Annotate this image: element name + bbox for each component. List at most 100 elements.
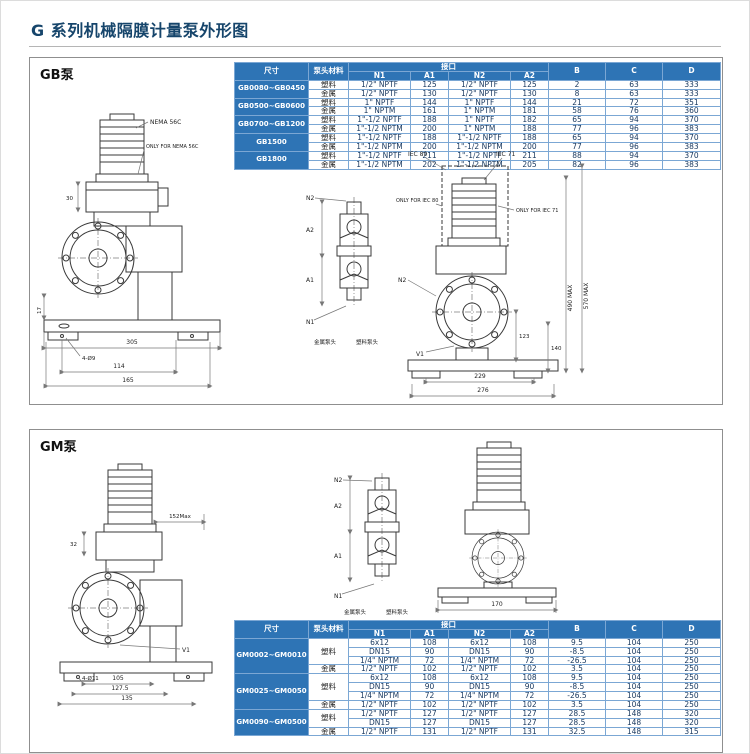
col-header-d: D <box>662 620 721 639</box>
base-illustration <box>407 359 559 379</box>
motor-illustration <box>95 113 149 183</box>
plastic-head-label: 塑料泵头 <box>386 608 409 616</box>
gb-spec-table: 尺寸 泵头材料 接口 B C D N1 A1 N2 A2 GB0080~GB04… <box>234 62 721 170</box>
material-cell: 塑料 <box>308 673 349 701</box>
dim-label: 105 <box>112 675 124 682</box>
n1-cell: 1/4" NPTM <box>348 655 411 666</box>
dim-label: 305 <box>126 339 138 346</box>
table-row: GB0500~GB0600 塑料 1" NPTF 144 1" NPTF 144… <box>234 97 721 117</box>
gm-front-view-drawing: 152Max 32 V1 4-Ø11 105 <box>57 463 213 707</box>
a1-cell: 188 <box>410 115 449 126</box>
n2-cell: 1" NPTM <box>448 106 511 117</box>
col-header-material: 泵头材料 <box>308 62 349 81</box>
col-header-a1: A1 <box>410 70 449 81</box>
pump-head-illustration <box>468 528 528 588</box>
col-header-b: B <box>548 62 606 81</box>
dim-label: 490 MAX <box>567 285 574 312</box>
table-row: GM0002~GM0010 塑料 6x12 108 6x12 108 9.5 1… <box>234 637 721 675</box>
c-cell: 104 <box>605 646 663 657</box>
col-header-size: 尺寸 <box>234 62 309 81</box>
d-cell: 360 <box>662 106 721 117</box>
dim-label: 127.5 <box>111 685 128 692</box>
dim-label: 17 <box>37 307 43 314</box>
material-cell: 塑料 <box>308 150 349 161</box>
b-cell: 28.5 <box>548 708 606 719</box>
a2-cell: 72 <box>510 691 549 701</box>
port-label-n1: N1 <box>334 593 342 600</box>
c-cell: 96 <box>605 141 663 152</box>
c-cell: 148 <box>605 726 663 737</box>
page-title: G 系列机械隔膜计量泵外形图 <box>31 21 249 40</box>
n2-cell: 1" NPTF <box>448 115 511 126</box>
col-header-material: 泵头材料 <box>308 620 349 639</box>
n2-cell: 1/2" NPTF <box>448 699 511 710</box>
material-cell: 金属 <box>308 699 349 710</box>
a1-cell: 127 <box>410 717 449 728</box>
n1-cell: 1/2" NPTF <box>348 726 411 737</box>
a2-cell: 102 <box>510 664 549 675</box>
c-cell: 96 <box>605 124 663 134</box>
a2-cell: 131 <box>510 726 549 737</box>
d-cell: 333 <box>662 88 721 99</box>
n1-cell: 1/2" NPTF <box>348 88 411 99</box>
gb-valve-detail-drawing: N2 A2 A1 N1 金属泵头 塑料泵头 <box>306 195 379 346</box>
dim-label-a2: A2 <box>306 227 314 234</box>
size-cell: GB0500~GB0600 <box>234 97 309 117</box>
c-cell: 63 <box>605 79 663 90</box>
n2-cell: 1/2" NPTF <box>448 88 511 99</box>
dim-label-a2: A2 <box>334 503 342 510</box>
only-iec71-label: ONLY FOR IEC 71 <box>516 208 558 214</box>
size-cell: GM0025~GM0050 <box>234 673 309 710</box>
iec80-label: IEC 80 <box>408 151 427 158</box>
col-header-d: D <box>662 62 721 81</box>
hole-callout: 4-Ø11 <box>82 675 99 682</box>
port-label-n1: N1 <box>306 319 314 326</box>
iec71-label: IEC 71 <box>496 151 515 158</box>
d-cell: 383 <box>662 159 721 170</box>
b-cell: -8.5 <box>548 682 606 692</box>
n1-cell: 1"-1/2 NPTF <box>348 133 411 143</box>
material-cell: 塑料 <box>308 79 349 90</box>
c-cell: 104 <box>605 699 663 710</box>
material-cell: 金属 <box>308 124 349 134</box>
c-cell: 104 <box>605 655 663 666</box>
d-cell: 250 <box>662 673 721 684</box>
table-row: GB0700~GB1200 塑料 1"-1/2 NPTF 188 1" NPTF… <box>234 115 721 134</box>
dim-label: 165 <box>122 377 134 384</box>
col-header-n2: N2 <box>448 628 511 639</box>
dim-label: 229 <box>474 373 486 380</box>
c-cell: 94 <box>605 115 663 126</box>
d-cell: 250 <box>662 655 721 666</box>
size-cell: GM0090~GM0500 <box>234 708 309 737</box>
material-cell: 塑料 <box>308 115 349 126</box>
plastic-head-label: 塑料泵头 <box>356 338 379 346</box>
b-cell: 77 <box>548 124 606 134</box>
n2-cell: 1/4" NPTM <box>448 691 511 701</box>
d-cell: 320 <box>662 708 721 719</box>
a2-cell: 108 <box>510 637 549 648</box>
b-cell: 32.5 <box>548 726 606 737</box>
port-label-n2: N2 <box>306 195 314 202</box>
size-cell: GB1800 <box>234 150 309 170</box>
a1-cell: 131 <box>410 726 449 737</box>
b-cell: -26.5 <box>548 691 606 701</box>
d-cell: 250 <box>662 691 721 701</box>
dim-label: 570 MAX <box>583 283 590 310</box>
a1-cell: 72 <box>410 691 449 701</box>
dim-label-a1: A1 <box>306 277 314 284</box>
n2-cell: 1/2" NPTF <box>448 726 511 737</box>
d-cell: 351 <box>662 97 721 108</box>
n1-cell: 1" NPTM <box>348 106 411 117</box>
gearbox-illustration <box>85 181 183 321</box>
a2-cell: 125 <box>510 79 549 90</box>
d-cell: 383 <box>662 124 721 134</box>
a2-cell: 182 <box>510 115 549 126</box>
valve-stack-illustration <box>336 196 372 307</box>
size-cell: GM0002~GM0010 <box>234 637 309 675</box>
hole-callout: 4-Ø9 <box>82 355 96 362</box>
b-cell: 8 <box>548 88 606 99</box>
b-cell: 2 <box>548 79 606 90</box>
gb-panel: GB泵 尺寸 泵头材料 接口 B C D N1 A1 N2 A2 <box>29 57 723 405</box>
b-cell: 58 <box>548 106 606 117</box>
a1-cell: 125 <box>410 79 449 90</box>
